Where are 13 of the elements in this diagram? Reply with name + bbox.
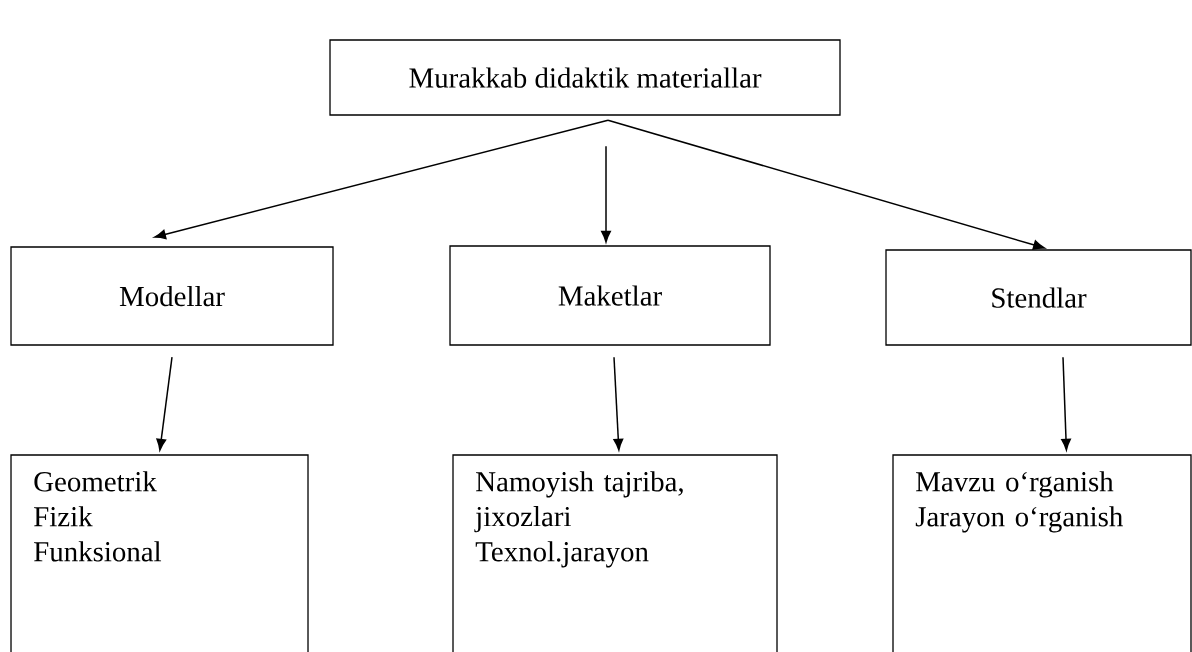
box: Geometrik Fizik Funksional [10, 454, 309, 652]
arrow [154, 119, 609, 240]
box: Mavzu o‘rganish Jarayon o‘rganish [892, 454, 1192, 652]
box: Stendlar [885, 249, 1192, 346]
box: Namoyish tajriba, jixozlari Texnol.jarayon [452, 454, 778, 652]
arrow [601, 145, 611, 243]
arrow [607, 119, 1045, 250]
arrow [1061, 356, 1071, 451]
box: Modellar [10, 246, 334, 346]
arrow [613, 356, 624, 451]
box: Maketlar [449, 245, 771, 346]
box: Murakkab didaktik materiallar [329, 39, 841, 116]
arrow [156, 356, 173, 451]
